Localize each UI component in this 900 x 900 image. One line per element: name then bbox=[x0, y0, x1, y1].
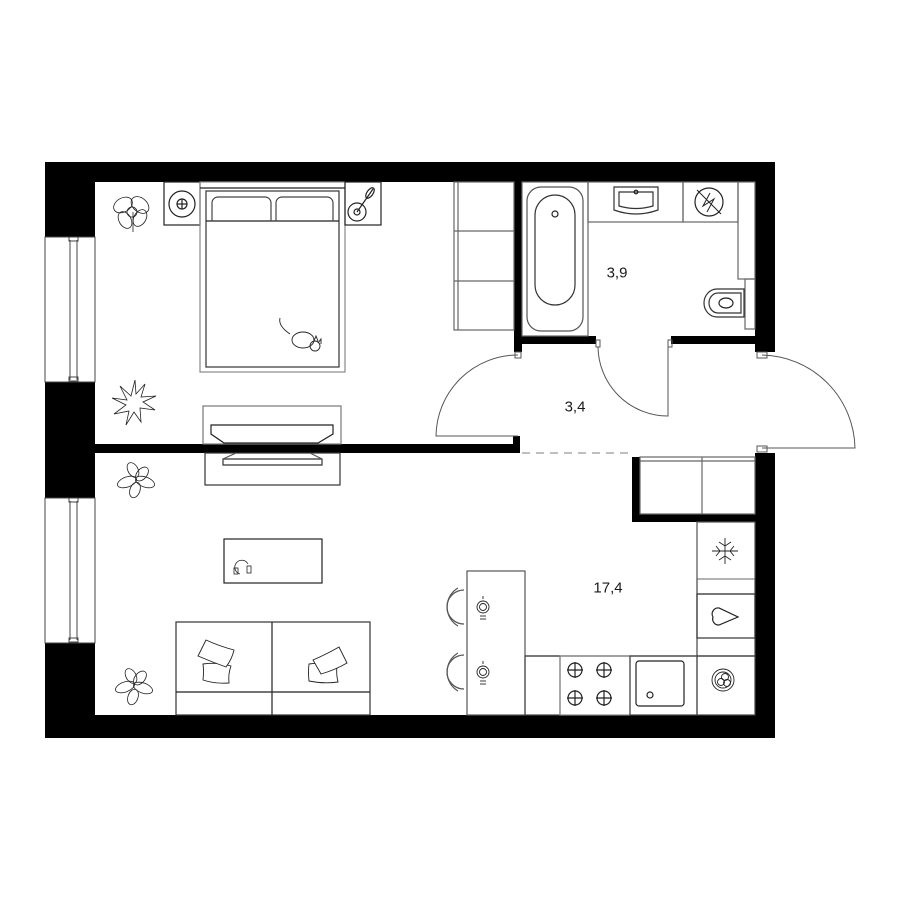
fridge-icon bbox=[696, 521, 756, 580]
bar-stool bbox=[446, 652, 465, 692]
place-setting-icon bbox=[476, 661, 490, 685]
door-wardrobe-bedroom[interactable] bbox=[435, 351, 522, 437]
cat-icon bbox=[279, 317, 322, 352]
plant-spiky-icon bbox=[111, 379, 157, 426]
bar-stool bbox=[446, 587, 465, 627]
window-living bbox=[44, 497, 96, 644]
plant-icon bbox=[115, 668, 153, 706]
hob-icon bbox=[567, 662, 612, 706]
wardrobe-kitchen bbox=[639, 456, 756, 515]
double-bed bbox=[199, 181, 346, 373]
window-bedroom bbox=[44, 236, 96, 383]
door-bathroom[interactable] bbox=[595, 339, 673, 417]
place-setting-icon bbox=[476, 596, 490, 620]
headphones-icon bbox=[233, 559, 252, 575]
door-entrance[interactable] bbox=[756, 351, 856, 453]
area-label-kitchen-living: 17,4 bbox=[593, 579, 623, 597]
washbasin bbox=[587, 181, 684, 223]
coffee-table bbox=[223, 538, 323, 584]
walls bbox=[45, 162, 775, 738]
nightstand-left bbox=[163, 181, 201, 226]
tv-console-living bbox=[204, 452, 341, 486]
area-label-hallway: 3,4 bbox=[564, 398, 586, 416]
bar-counter bbox=[466, 570, 526, 716]
plant-icon bbox=[117, 462, 155, 499]
toilet-icon bbox=[703, 181, 756, 330]
area-label-bathroom: 3,9 bbox=[606, 264, 628, 282]
dishwasher-icon bbox=[711, 668, 735, 692]
sink-icon bbox=[635, 660, 685, 707]
cushion-icon bbox=[308, 646, 348, 684]
oven-icon bbox=[696, 593, 756, 639]
bathtub bbox=[521, 181, 589, 337]
nightstand-right bbox=[344, 181, 382, 226]
sofa bbox=[175, 621, 371, 716]
tv-console-bedroom bbox=[202, 405, 342, 445]
cushion-icon bbox=[197, 639, 235, 684]
washing-machine-icon bbox=[682, 181, 739, 223]
wardrobe-bedroom bbox=[453, 181, 515, 331]
plant-icon bbox=[113, 196, 150, 232]
